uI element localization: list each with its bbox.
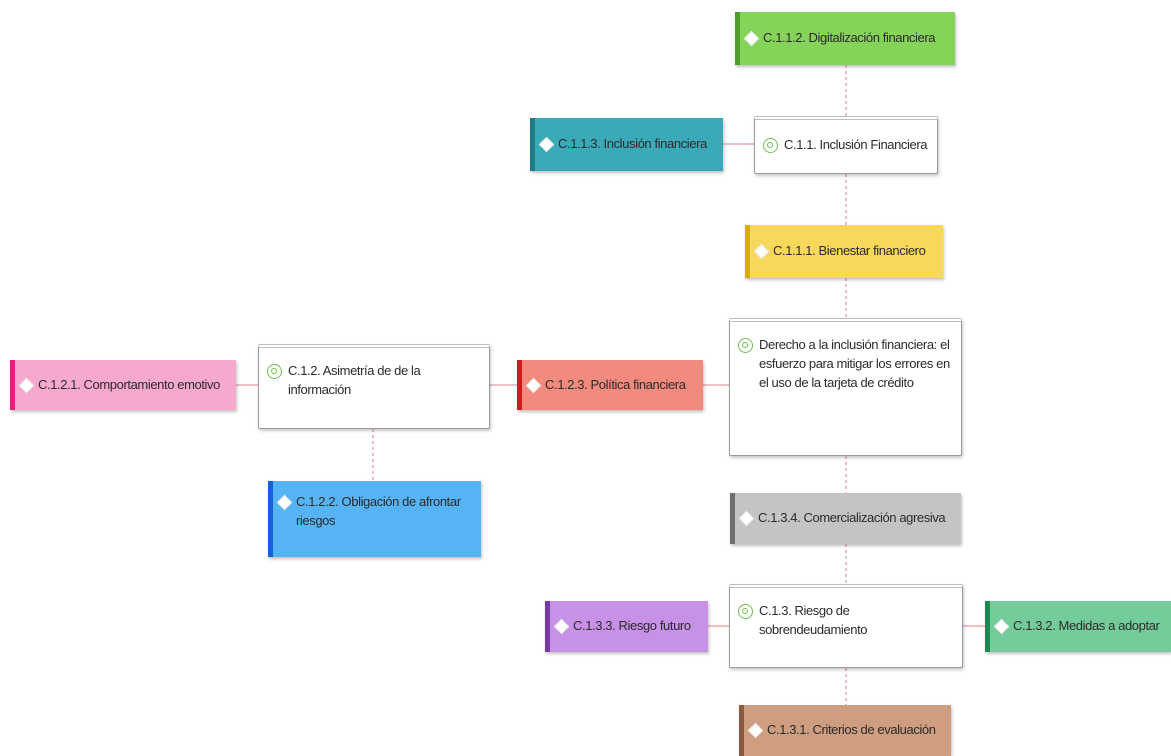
code-node-medidas[interactable]: C.1.3.2. Medidas a adoptar bbox=[985, 601, 1171, 652]
code-node-riesgo-futuro[interactable]: C.1.3.3. Riesgo futuro bbox=[545, 601, 708, 652]
diamond-icon bbox=[18, 377, 35, 393]
diamond-icon bbox=[753, 243, 770, 260]
code-node-criterios[interactable]: C.1.3.1. Criterios de evaluación bbox=[739, 705, 951, 756]
node-label: C.1.3.3. Riesgo futuro bbox=[573, 618, 691, 634]
code-node-comercializacion[interactable]: C.1.3.4. Comercialización agresiva bbox=[730, 493, 961, 544]
node-label: C.1.1.3. Inclusión financiera bbox=[558, 136, 707, 152]
memo-node-inclusion-financiera[interactable]: C.1.1. Inclusión Financiera bbox=[754, 116, 938, 174]
comment-icon bbox=[763, 138, 778, 153]
node-label: Derecho a la inclusión financiera: el es… bbox=[759, 337, 950, 390]
comment-icon bbox=[267, 364, 282, 379]
diamond-icon bbox=[993, 618, 1010, 635]
diamond-icon bbox=[538, 136, 555, 153]
diamond-icon bbox=[553, 618, 570, 635]
code-node-digitalizacion[interactable]: C.1.1.2. Digitalización financiera bbox=[735, 12, 955, 65]
node-label: C.1.3.1. Criterios de evaluación bbox=[767, 722, 936, 738]
code-node-politica[interactable]: C.1.2.3. Política financiera bbox=[517, 360, 703, 410]
node-label: C.1.1. Inclusión Financiera bbox=[784, 137, 928, 153]
memo-node-asimetria[interactable]: C.1.2. Asimetría de de la información bbox=[258, 344, 490, 429]
memo-node-riesgo-sobre[interactable]: C.1.3. Riesgo de sobrendeudamiento bbox=[729, 584, 963, 668]
node-label: C.1.2.3. Política financiera bbox=[545, 376, 686, 392]
node-label: C.1.1.2. Digitalización financiera bbox=[763, 30, 936, 46]
code-node-comportamiento[interactable]: C.1.2.1. Comportamiento emotivo bbox=[10, 360, 236, 410]
diamond-icon bbox=[747, 722, 764, 739]
diamond-icon bbox=[276, 494, 293, 511]
node-label: C.1.3.4. Comercialización agresiva bbox=[758, 510, 946, 526]
code-node-inclusion-113[interactable]: C.1.1.3. Inclusión financiera bbox=[530, 118, 723, 171]
code-node-bienestar[interactable]: C.1.1.1. Bienestar financiero bbox=[745, 225, 943, 278]
memo-node-derecho[interactable]: Derecho a la inclusión financiera: el es… bbox=[729, 318, 962, 456]
comment-icon bbox=[738, 604, 753, 619]
node-label: C.1.2. Asimetría de de la información bbox=[288, 363, 421, 397]
node-label: C.1.2.2. Obligación de afrontar riesgos bbox=[296, 494, 461, 528]
code-node-obligacion[interactable]: C.1.2.2. Obligación de afrontar riesgos bbox=[268, 481, 481, 557]
diamond-icon bbox=[525, 377, 542, 393]
node-label: C.1.2.1. Comportamiento emotivo bbox=[38, 376, 220, 392]
node-label: C.1.3.2. Medidas a adoptar bbox=[1013, 618, 1160, 634]
node-label: C.1.1.1. Bienestar financiero bbox=[773, 243, 926, 259]
comment-icon bbox=[738, 338, 753, 353]
diamond-icon bbox=[743, 30, 760, 47]
diamond-icon bbox=[738, 510, 755, 527]
node-label: C.1.3. Riesgo de sobrendeudamiento bbox=[759, 603, 868, 637]
